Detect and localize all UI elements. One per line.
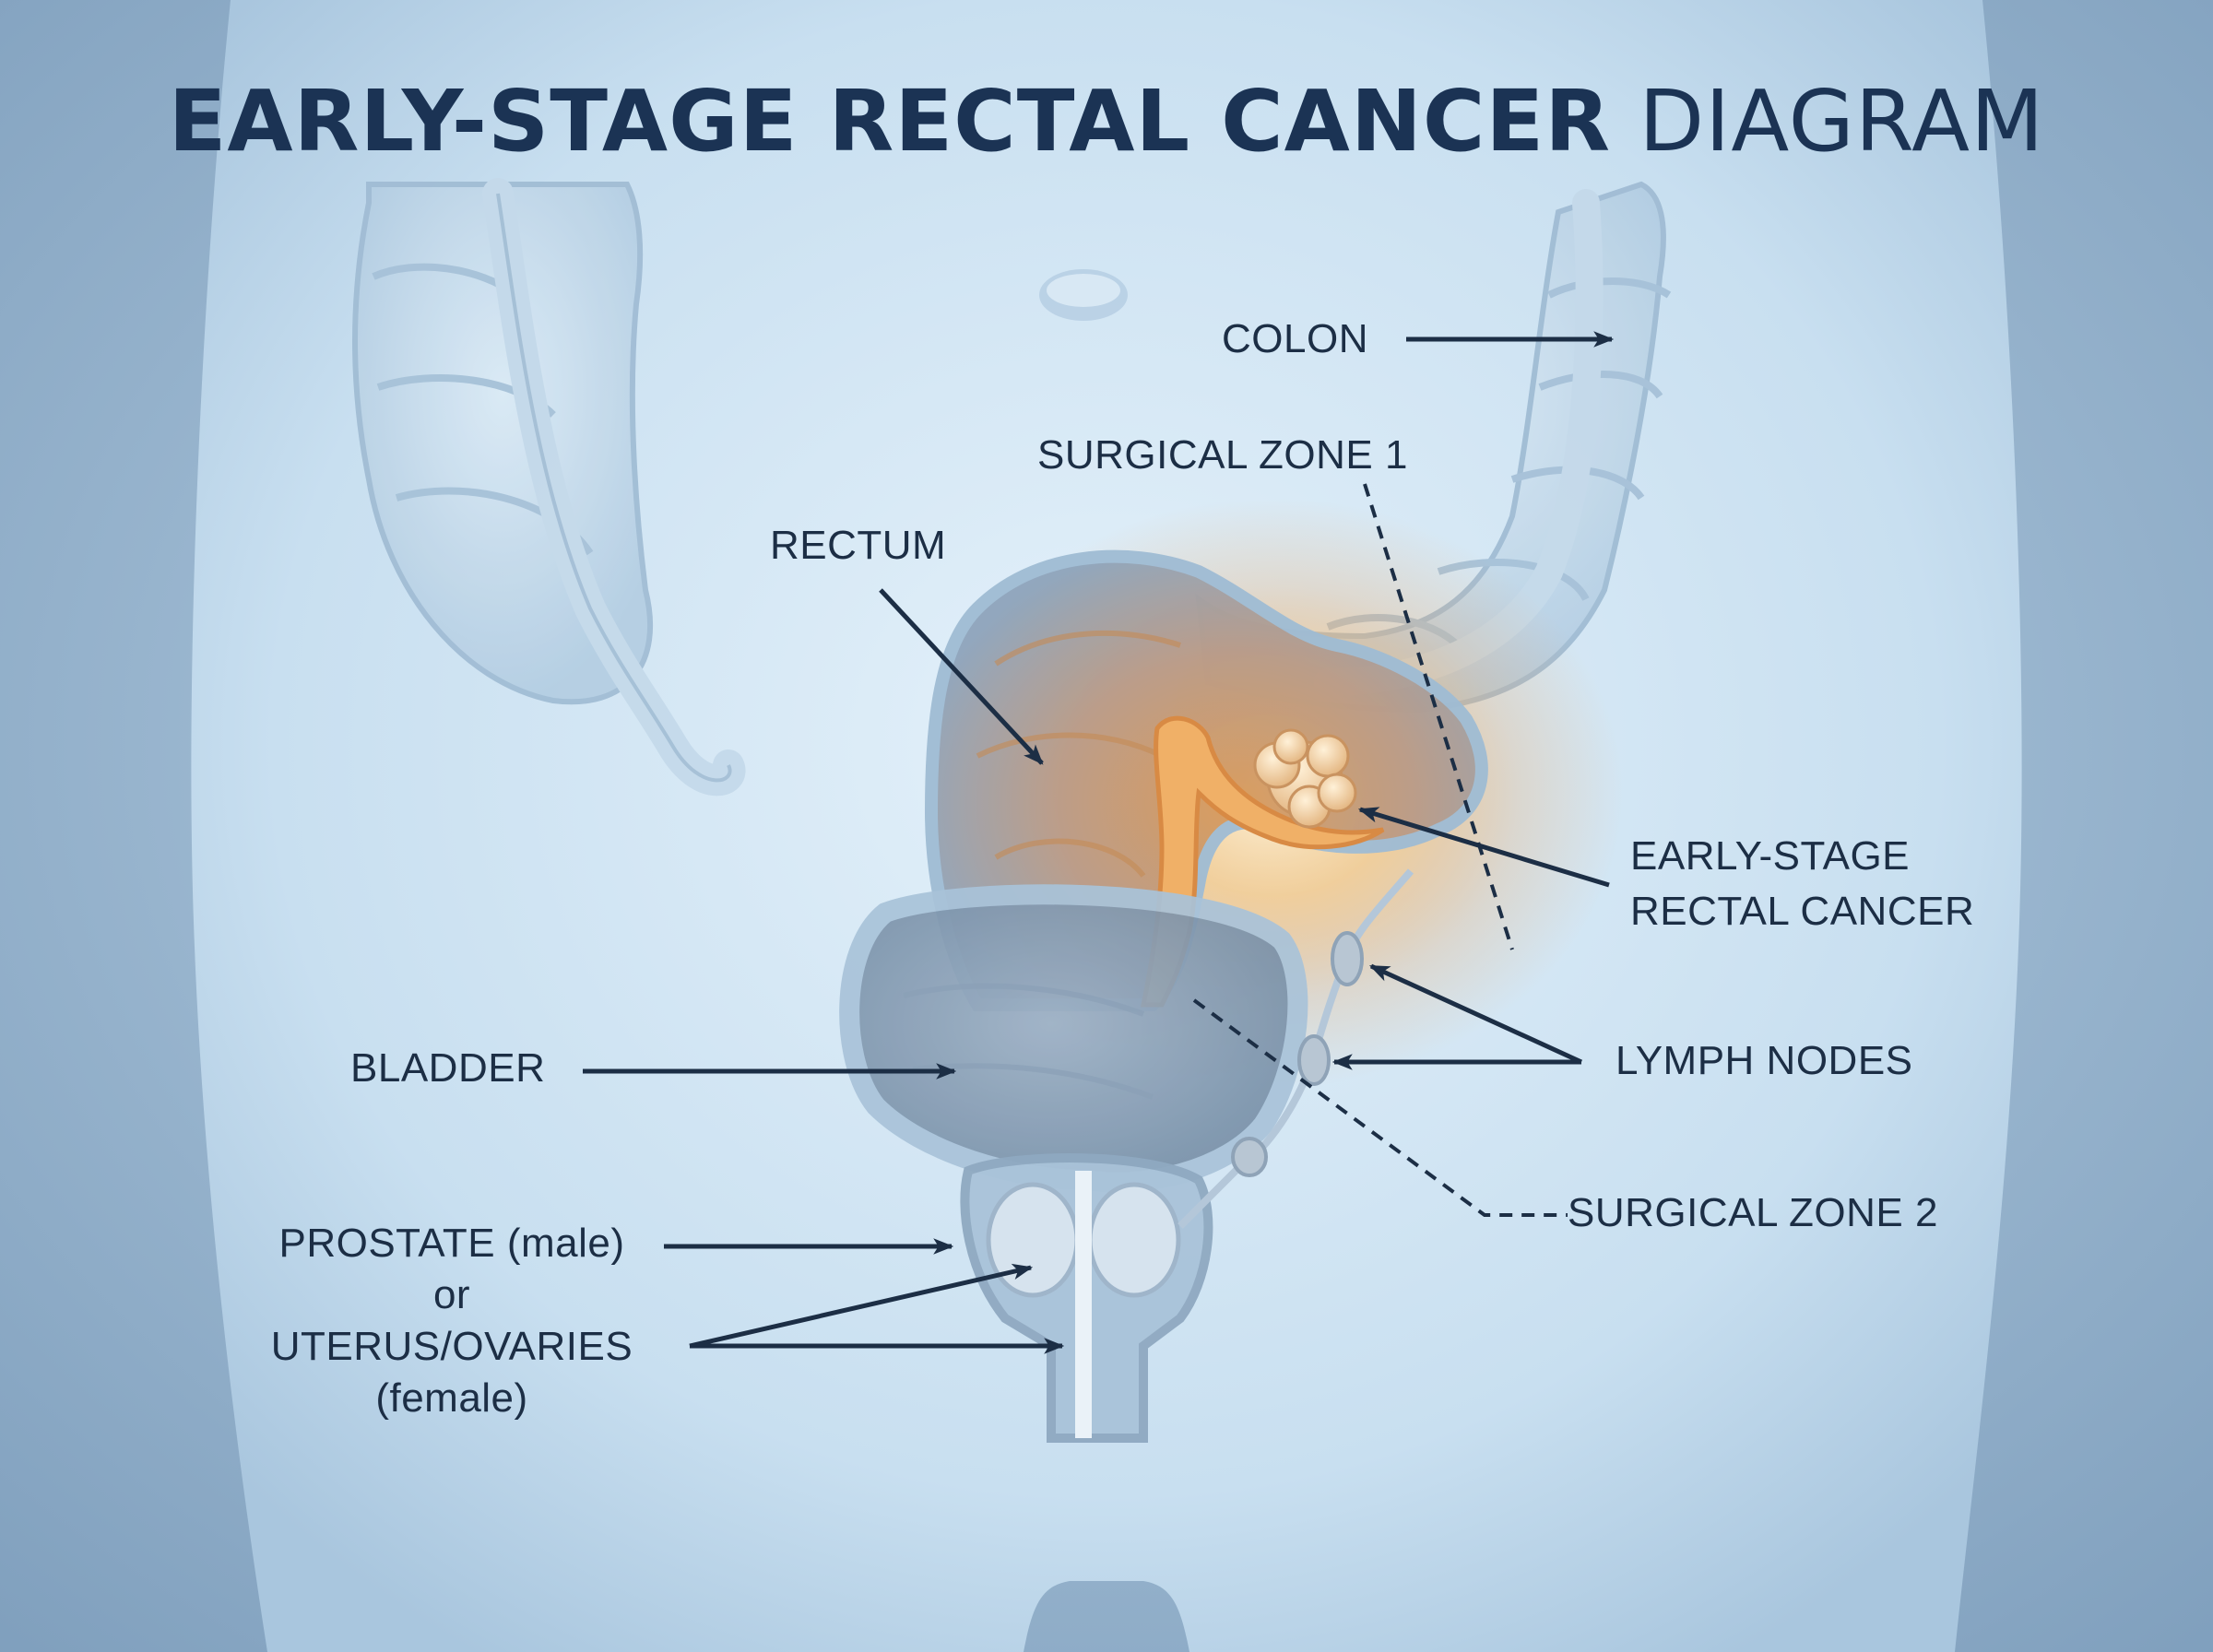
label-or: or <box>432 1272 471 1317</box>
title-bold: EARLY-STAGE RECTAL CANCER <box>168 72 1612 171</box>
label-early-stage-line2: RECTAL CANCER <box>1630 889 1975 934</box>
lymph-arrow-upper <box>1368 963 1583 1065</box>
uterus-arrow-upper <box>689 1263 1034 1349</box>
label-early-stage-line1: EARLY-STAGE <box>1630 833 1911 879</box>
lymph-chain <box>1178 868 1414 1229</box>
title-light: DIAGRAM <box>1639 72 2045 171</box>
surgical-zone-2-line <box>1192 998 1568 1217</box>
prostate-organ <box>960 1153 1213 1443</box>
label-female: (female) <box>375 1375 528 1421</box>
tumor <box>1253 728 1357 829</box>
rectum-arrow <box>879 588 1044 765</box>
label-bladder: BLADDER <box>350 1045 546 1091</box>
label-rectum: RECTUM <box>770 523 947 568</box>
cancer-arrow <box>1357 807 1610 888</box>
page-title: EARLY-STAGE RECTAL CANCER DIAGRAM <box>0 72 2213 171</box>
arrow-icon <box>583 331 1615 1354</box>
surgical-zone-1-line <box>1363 483 1514 950</box>
label-colon: COLON <box>1222 316 1368 361</box>
left-colon <box>352 178 746 796</box>
label-surgical-zone-2: SURGICAL ZONE 2 <box>1568 1190 1938 1235</box>
label-prostate: PROSTATE (male) <box>278 1221 625 1266</box>
label-lymph-nodes: LYMPH NODES <box>1615 1038 1913 1083</box>
bladder-organ <box>839 884 1308 1193</box>
label-uterus: UTERUS/OVARIES <box>270 1324 633 1369</box>
label-surgical-zone-1: SURGICAL ZONE 1 <box>1037 432 1408 478</box>
